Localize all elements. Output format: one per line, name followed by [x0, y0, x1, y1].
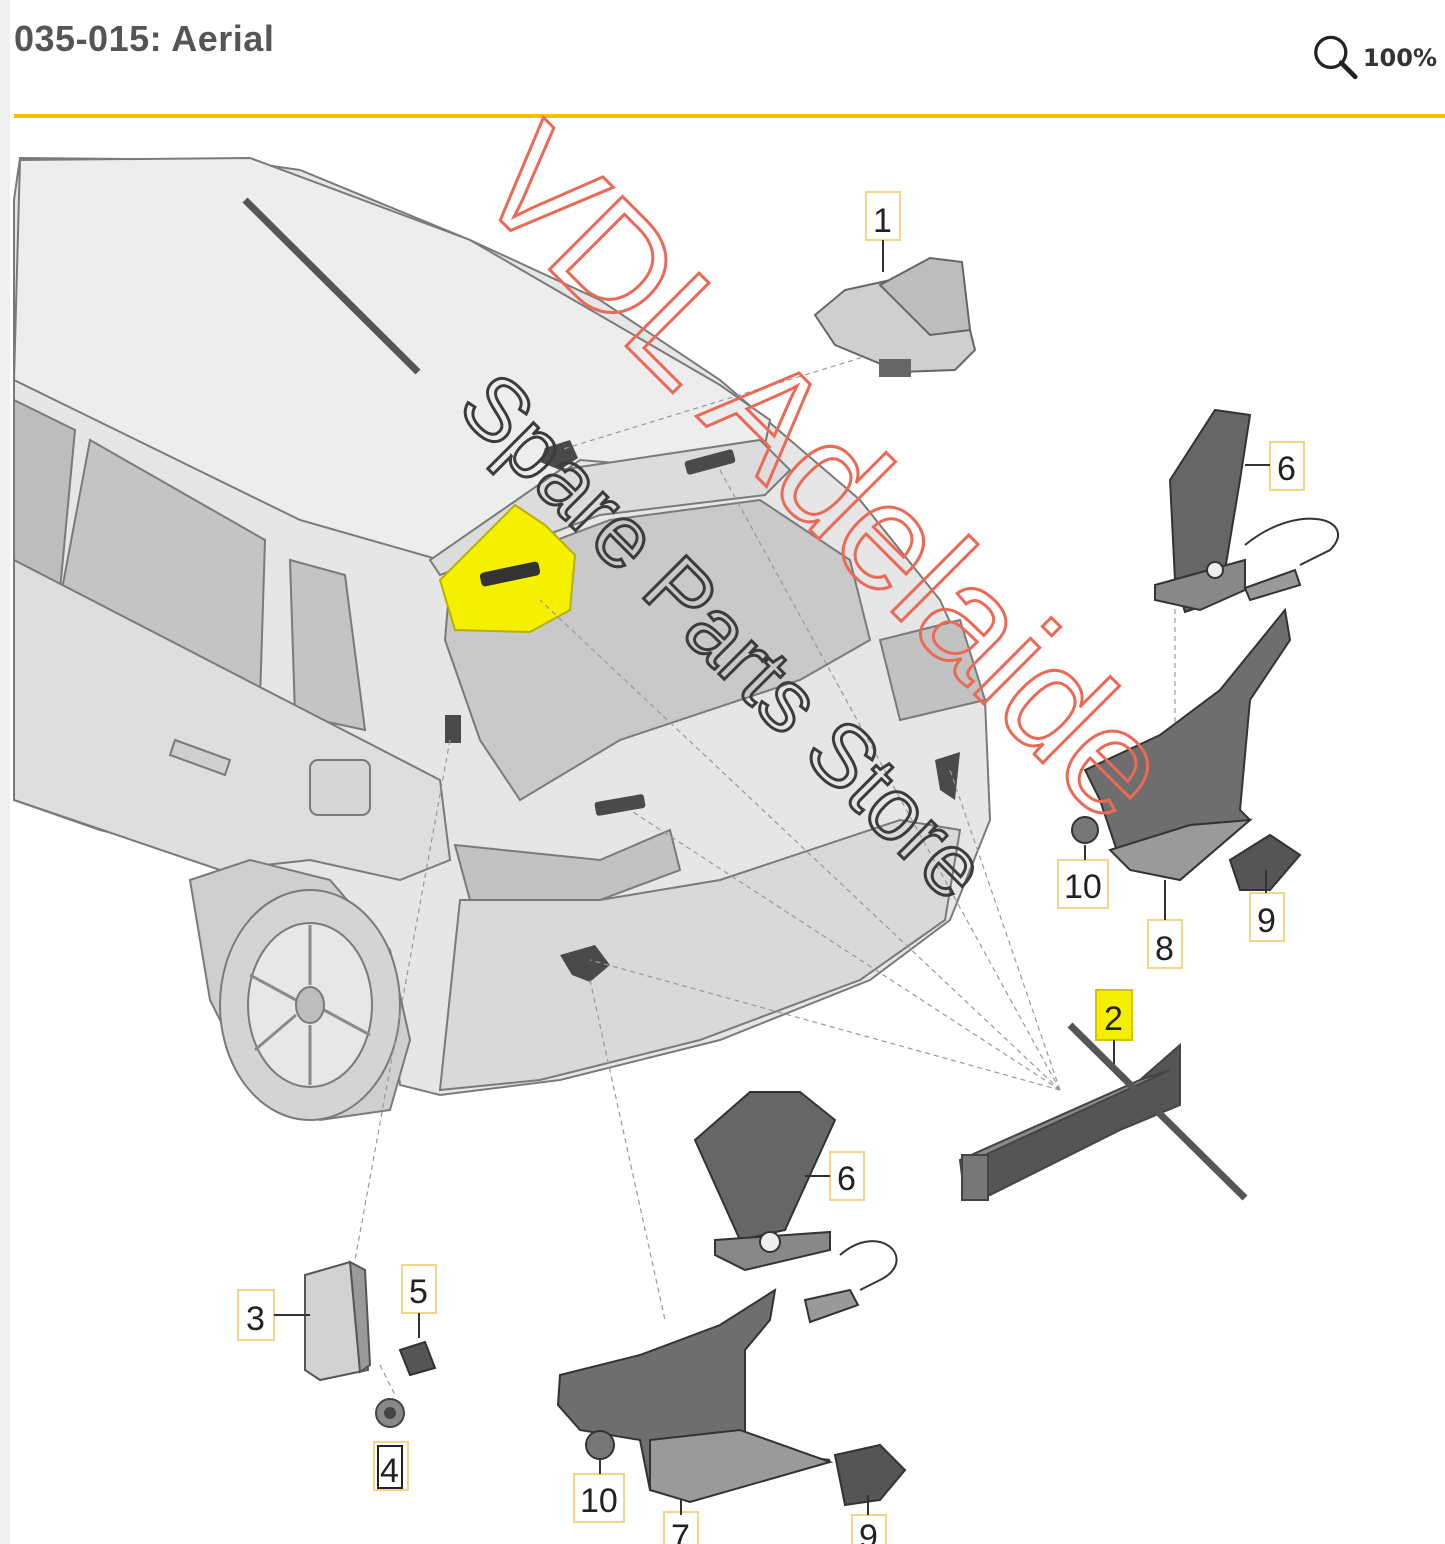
part-nut-4-hole — [384, 1407, 396, 1419]
left-margin-strip — [0, 0, 10, 1544]
part-bracket-lower — [556, 1091, 907, 1507]
part-aerial-amplifier — [958, 1042, 1181, 1202]
callout-10-lower: 10 — [573, 1460, 625, 1523]
callout-labels: 1 2 3 4 5 — [237, 191, 1305, 1544]
callout-9-upper: 9 — [1249, 870, 1285, 942]
callout-4: 4 — [373, 1441, 409, 1491]
part-aerial-shark-fin — [813, 256, 977, 377]
leader-lines — [354, 354, 1176, 1421]
callout-8: 8 — [1147, 880, 1183, 969]
callout-6-lower-text: 6 — [837, 1160, 856, 1198]
callout-8-text: 8 — [1155, 930, 1174, 968]
callout-5-text: 5 — [409, 1273, 428, 1311]
callout-6-lower: 6 — [805, 1151, 865, 1201]
callout-6-upper-text: 6 — [1277, 450, 1296, 488]
callout-10-upper-text: 10 — [1064, 868, 1102, 906]
callout-9-upper-text: 9 — [1257, 902, 1276, 940]
watermark-slash-top — [242, 197, 421, 375]
header-divider — [14, 114, 1445, 118]
callout-1: 1 — [865, 191, 901, 272]
callout-3-text: 3 — [246, 1300, 265, 1338]
callout-4-text: 4 — [380, 1452, 399, 1490]
callout-9-lower-text: 9 — [859, 1518, 878, 1544]
callout-10-lower-text: 10 — [580, 1482, 618, 1520]
callout-1-text: 1 — [873, 202, 892, 240]
callout-3: 3 — [237, 1289, 310, 1341]
callout-6-upper: 6 — [1245, 441, 1305, 491]
callout-9-lower: 9 — [851, 1495, 887, 1544]
part-bracket-upper — [1071, 408, 1339, 891]
magnifier-icon — [1314, 35, 1358, 79]
callout-10-upper: 10 — [1057, 845, 1109, 909]
callout-5: 5 — [401, 1264, 437, 1338]
zoom-level: 100% — [1362, 43, 1437, 72]
callout-2-text: 2 — [1104, 1000, 1123, 1038]
zoom-control[interactable]: 100% — [1312, 30, 1437, 85]
callout-7-text: 7 — [671, 1518, 690, 1544]
callout-2: 2 — [1095, 989, 1133, 1070]
part-plug-5 — [398, 1340, 437, 1377]
callout-7: 7 — [663, 1500, 699, 1544]
page-title: 035-015: Aerial — [14, 18, 275, 59]
part-clip-3 — [304, 1260, 372, 1382]
watermark-slash-bottom — [1067, 1022, 1248, 1201]
highlighted-slot — [479, 561, 541, 587]
